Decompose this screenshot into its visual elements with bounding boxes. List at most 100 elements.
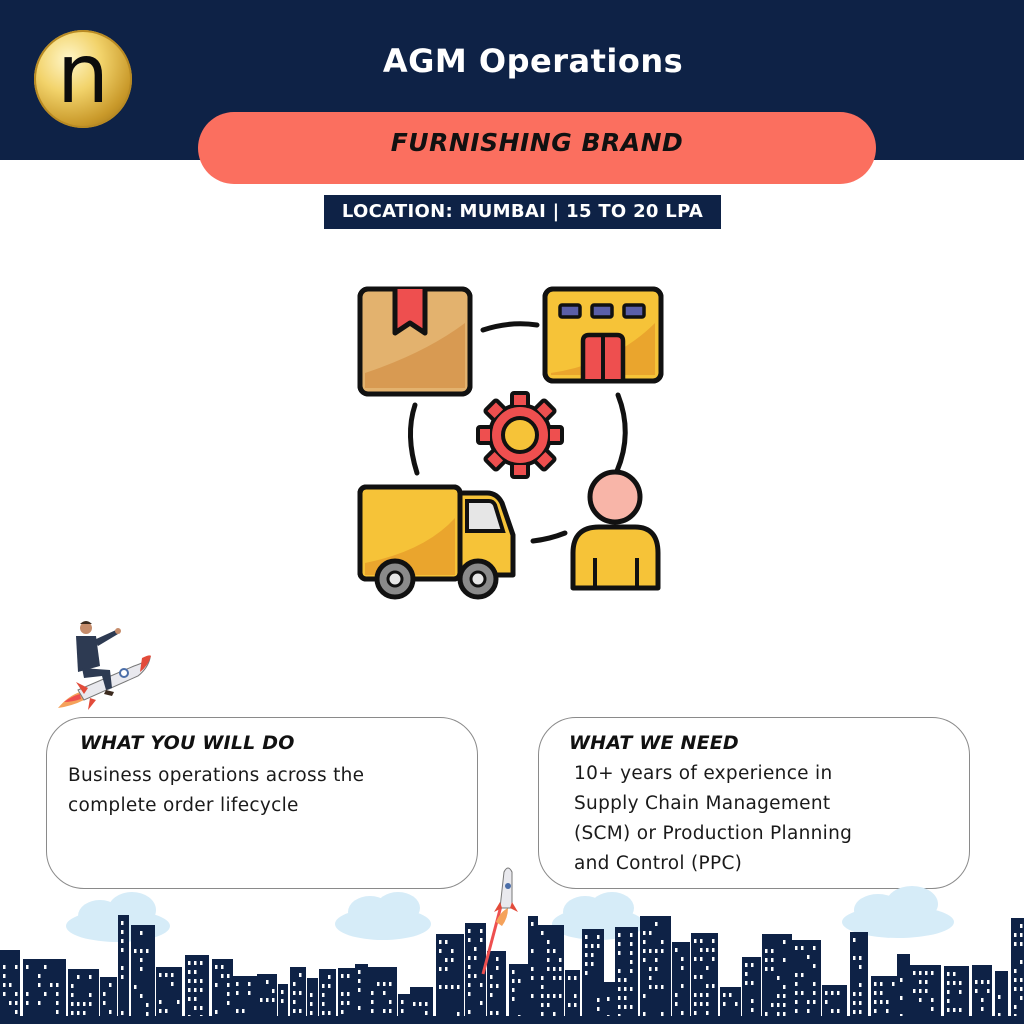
building-window (783, 994, 786, 998)
building-window (171, 973, 174, 977)
building-window (643, 1012, 646, 1016)
building-window (553, 994, 556, 998)
building-window (553, 976, 556, 980)
building-window (109, 983, 112, 987)
building-window (892, 982, 895, 986)
building-window (1020, 996, 1023, 1000)
building-window (468, 992, 471, 996)
building-window (188, 970, 191, 974)
building-window (681, 984, 684, 988)
building-window (618, 969, 621, 973)
building-window (140, 967, 143, 971)
building-window (574, 1003, 577, 1007)
building-window (813, 982, 816, 986)
building-window (643, 994, 646, 998)
building-window (559, 967, 562, 971)
building-window (322, 1002, 325, 1006)
building-window (38, 983, 41, 987)
building-window (801, 991, 804, 995)
building-window (1020, 987, 1023, 991)
building-window (643, 958, 646, 962)
building-window (694, 993, 697, 997)
building-window (3, 974, 6, 978)
building-window (512, 979, 515, 983)
building-window (383, 982, 386, 986)
building-window (925, 989, 928, 993)
building-window (56, 1010, 59, 1014)
building-window (597, 998, 600, 1002)
building-window (981, 980, 984, 984)
building-window (371, 1009, 374, 1013)
building-window (953, 1008, 956, 1012)
building-window (215, 965, 218, 969)
building-window (777, 1012, 780, 1016)
building-window (953, 981, 956, 985)
building-window (371, 991, 374, 995)
building-window (496, 957, 499, 961)
building-window (859, 1010, 862, 1014)
building-window (547, 1003, 550, 1007)
building-window (947, 990, 950, 994)
building-window (227, 992, 230, 996)
building-window (661, 940, 664, 944)
what-we-need-heading: WHAT WE NEED (569, 732, 739, 754)
building-window (630, 987, 633, 991)
building-window (328, 984, 331, 988)
building-window (445, 967, 448, 971)
skyline-building (35, 959, 66, 1024)
building-window (981, 998, 984, 1002)
building-window (347, 992, 350, 996)
building-window (3, 965, 6, 969)
building-window (260, 998, 263, 1002)
building-window (585, 935, 588, 939)
building-window (931, 1007, 934, 1011)
building-window (712, 948, 715, 952)
building-window (77, 975, 80, 979)
building-window (83, 1011, 86, 1015)
building-window (1020, 924, 1023, 928)
skyline-building (368, 967, 397, 1024)
building-window (859, 1001, 862, 1005)
building-window (512, 970, 515, 974)
building-window (700, 1002, 703, 1006)
building-window (745, 972, 748, 976)
building-window (700, 975, 703, 979)
building-window (859, 956, 862, 960)
building-window (1020, 933, 1023, 937)
building-window (293, 991, 296, 995)
body-line: (SCM) or Production Planning (574, 823, 853, 844)
building-window (518, 979, 521, 983)
building-window (681, 957, 684, 961)
building-window (618, 987, 621, 991)
building-window (547, 967, 550, 971)
building-window (661, 949, 664, 953)
building-window (825, 991, 828, 995)
building-window (171, 982, 174, 986)
building-window (706, 1011, 709, 1015)
building-window (874, 991, 877, 995)
body-line: Supply Chain Management (574, 793, 831, 814)
building-window (134, 985, 137, 989)
building-window (913, 989, 916, 993)
skyline-building (972, 965, 992, 1024)
building-window (630, 951, 633, 955)
building-window (795, 1000, 798, 1004)
building-window (975, 989, 978, 993)
building-window (194, 970, 197, 974)
building-window (109, 1010, 112, 1014)
building-window (919, 971, 922, 975)
building-window (215, 1010, 218, 1014)
building-window (310, 1002, 313, 1006)
building-window (959, 1008, 962, 1012)
body-line: and Control (PPC) (574, 853, 743, 874)
building-window (221, 974, 224, 978)
building-window (777, 994, 780, 998)
building-window (200, 1006, 203, 1010)
building-window (371, 1000, 374, 1004)
building-window (480, 983, 483, 987)
building-window (272, 998, 275, 1002)
building-window (655, 949, 658, 953)
building-window (358, 1006, 361, 1010)
building-window (630, 1005, 633, 1009)
